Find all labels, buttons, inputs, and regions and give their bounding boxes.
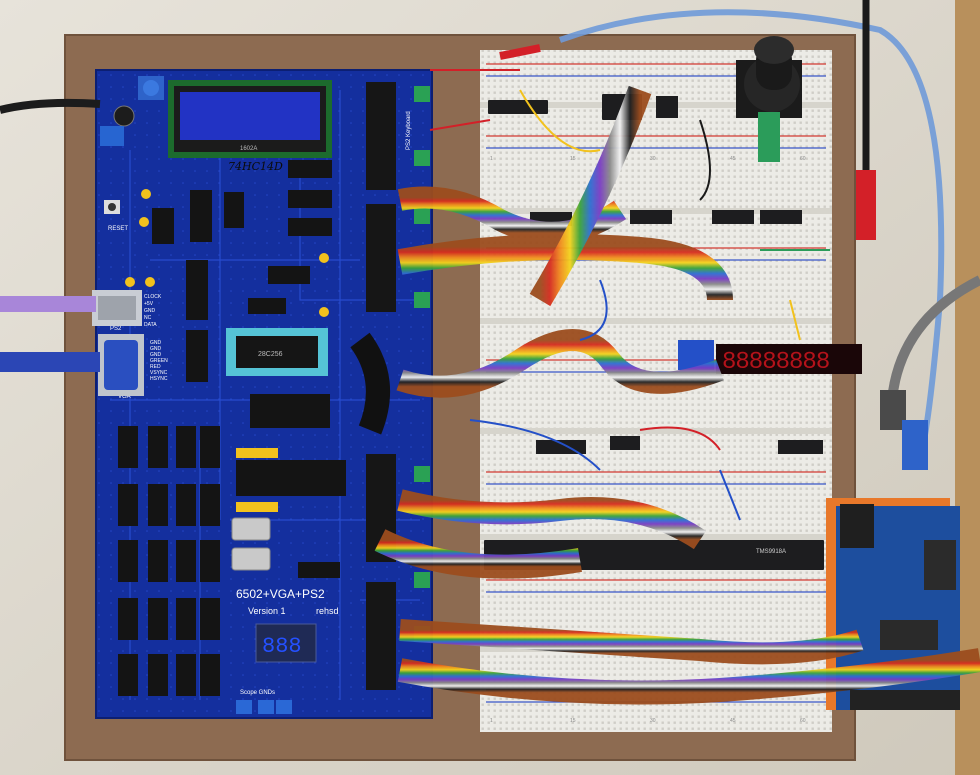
svg-text:888: 888	[262, 634, 302, 659]
svg-text:45: 45	[730, 156, 736, 162]
handwritten-note: 74HC14D	[228, 160, 283, 173]
svg-text:CLOCK: CLOCK	[144, 294, 162, 300]
svg-text:1: 1	[490, 718, 493, 724]
svg-text:DATA: DATA	[144, 322, 157, 328]
logic-chip-array	[118, 160, 346, 696]
svg-text:VSYNC: VSYNC	[150, 370, 168, 376]
svg-text:1: 1	[490, 156, 493, 162]
vga-connector	[98, 334, 144, 396]
svg-text:60: 60	[800, 156, 806, 162]
svg-text:GND: GND	[150, 340, 162, 346]
usb-cable	[558, 9, 945, 461]
power-cable	[0, 98, 101, 114]
pcb-author: rehsd	[316, 606, 339, 616]
ps2-pin-labels: CLOCK +5V GND NC DATA	[144, 294, 162, 328]
svg-text:30: 30	[650, 156, 656, 162]
svg-text:HSYNC: HSYNC	[150, 376, 168, 382]
joystick-module	[736, 36, 802, 162]
pcb-title: 6502+VGA+PS2	[236, 587, 325, 601]
display-digits: 88888888	[722, 349, 829, 376]
crystal-oscillators	[231, 517, 271, 571]
svg-text:GND: GND	[150, 346, 162, 352]
ps2-label: PS2	[110, 326, 122, 332]
vga-label: VGA	[118, 394, 131, 400]
jumper-wires	[429, 69, 830, 521]
vdp-chip-label: TMS9918A	[756, 549, 786, 555]
power-terminal	[100, 126, 124, 146]
lcd-label: 1602A	[240, 146, 257, 152]
rom-chip-label: 28C256	[258, 351, 283, 358]
capacitor	[113, 105, 135, 127]
ps2-connector	[92, 290, 142, 326]
pcb-version: Version 1	[248, 606, 286, 616]
svg-text:GND: GND	[150, 352, 162, 358]
black-wire-bundle	[350, 332, 390, 435]
reset-label: RESET	[108, 226, 128, 232]
seven-segment-display-3digit: 888	[255, 623, 317, 663]
svg-text:+5V: +5V	[144, 301, 154, 307]
seven-segment-display-8digit: 88888888	[678, 340, 862, 376]
pcb-large-ics	[366, 82, 396, 690]
svg-text:30: 30	[650, 718, 656, 724]
vga-pin-labels: GND GND GND GREEN RED VSYNC HSYNC	[150, 340, 168, 382]
ribbon-cables	[374, 85, 980, 705]
svg-text:15: 15	[570, 718, 576, 724]
svg-text:NC: NC	[144, 315, 152, 321]
svg-text:60: 60	[800, 718, 806, 724]
keyboard-label: PS2 Keyboard	[406, 111, 412, 150]
svg-text:45: 45	[730, 718, 736, 724]
svg-text:GREEN: GREEN	[150, 358, 168, 364]
scope-gnd-terminals	[236, 700, 292, 714]
svg-text:GND: GND	[144, 308, 156, 314]
svg-text:RED: RED	[150, 364, 161, 370]
svg-text:15: 15	[570, 156, 576, 162]
scope-gnds-label: Scope GNDs	[240, 690, 275, 696]
lcd-1602-module: 1602A	[168, 80, 332, 158]
eeprom-socket: 28C256	[226, 328, 328, 376]
